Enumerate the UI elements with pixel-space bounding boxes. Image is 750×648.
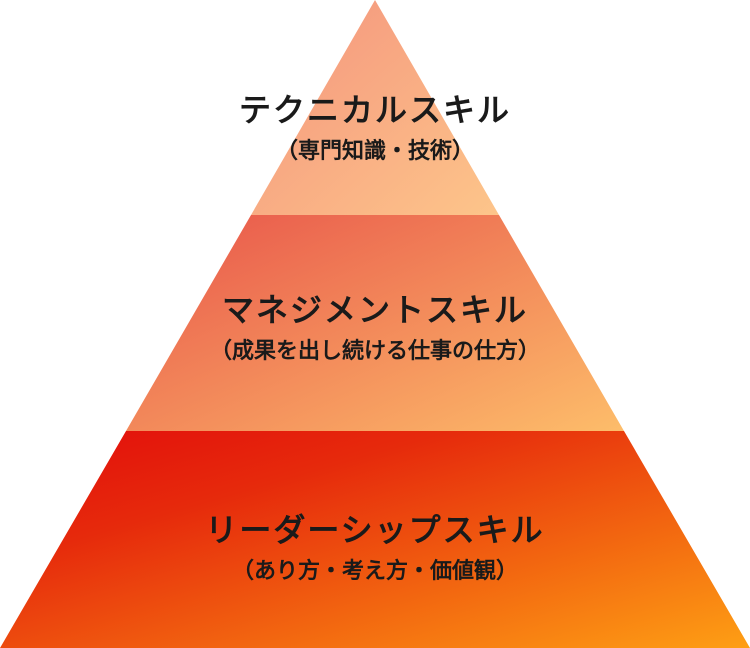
tier-middle-shape	[126, 215, 624, 431]
tier-top-title: テクニカルスキル	[238, 91, 511, 129]
tier-bottom-shape	[0, 431, 750, 648]
tier-top: テクニカルスキル （専門知識・技術）	[0, 90, 750, 168]
tier-middle-title: マネジメントスキル	[221, 291, 528, 329]
tier-middle-subtitle: （成果を出し続ける仕事の仕方）	[209, 339, 540, 364]
tier-bottom-title: リーダーシップスキル	[205, 511, 545, 549]
tier-top-shape	[251, 0, 499, 215]
tier-top-subtitle: （専門知識・技術）	[275, 139, 474, 164]
tier-middle: マネジメントスキル （成果を出し続ける仕事の仕方）	[0, 290, 750, 368]
tier-bottom-subtitle: （あり方・考え方・価値観）	[231, 559, 518, 584]
tier-bottom: リーダーシップスキル （あり方・考え方・価値観）	[0, 510, 750, 588]
